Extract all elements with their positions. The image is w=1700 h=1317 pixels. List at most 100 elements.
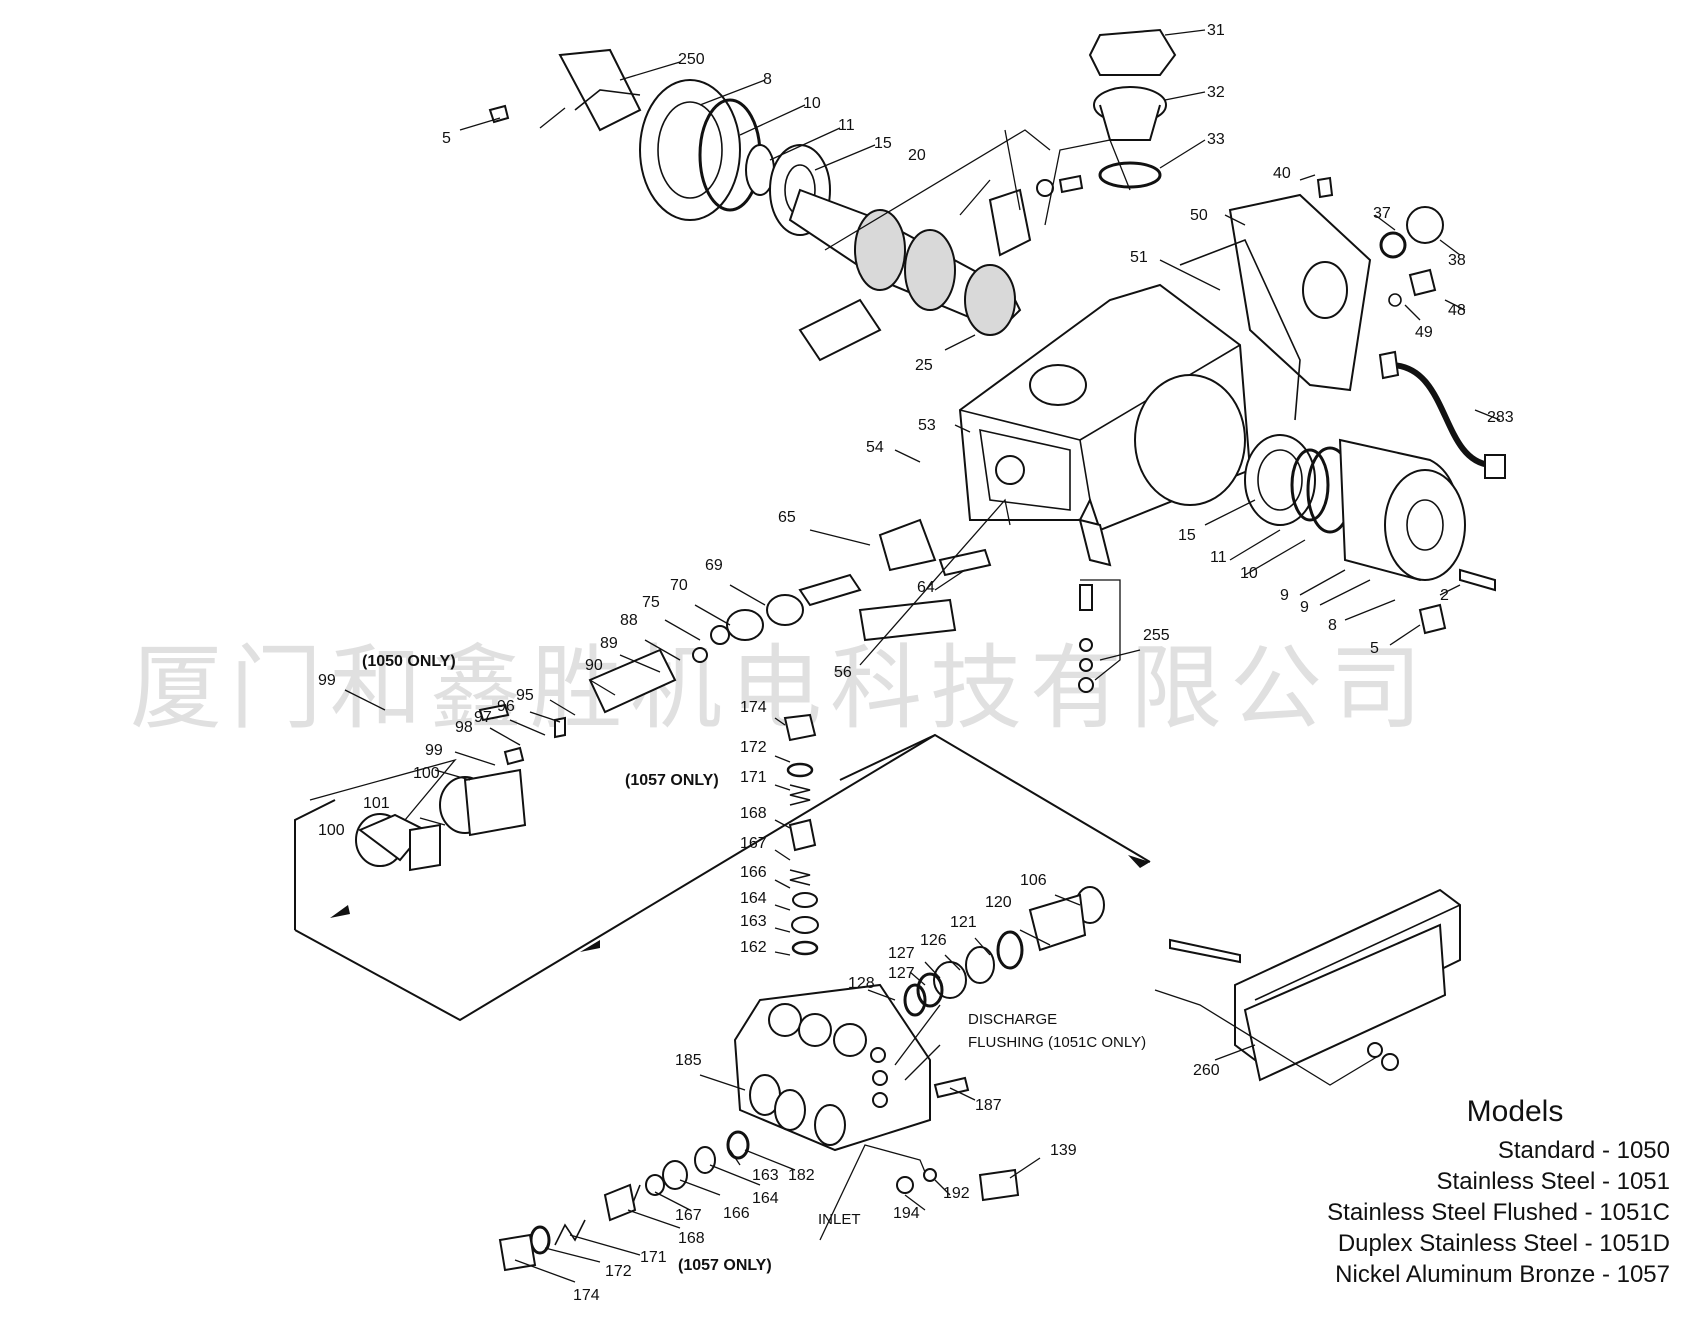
valve-plug-shape (783, 713, 817, 742)
crankcase-body (958, 283, 1252, 567)
callout-label: 260 (1193, 1062, 1220, 1079)
callout-label: 90 (585, 657, 603, 674)
callout-label: 64 (917, 579, 935, 596)
watermark-text: 厦门和鑫胜机电科技有限公司 (130, 635, 1430, 742)
callout-label: 174 (573, 1287, 600, 1304)
bracket-assembly (355, 768, 527, 872)
callout-label: 164 (740, 890, 767, 907)
callout-label: 172 (605, 1263, 632, 1280)
callout-label: 126 (920, 932, 947, 949)
callout-label: 54 (866, 439, 884, 456)
callout-label: 2 (1440, 587, 1449, 604)
callout-label: 168 (678, 1230, 705, 1247)
discharge-valve-assembly (903, 886, 1105, 1017)
callout-label: 121 (950, 914, 977, 931)
label-discharge: DISCHARGE (968, 1011, 1057, 1028)
callout-label: 168 (740, 805, 767, 822)
callout-label: 33 (1207, 131, 1225, 148)
callout-label: 164 (752, 1190, 779, 1207)
callout-label: 255 (1143, 627, 1170, 644)
callout-label: 9 (1280, 587, 1289, 604)
callout-label: 70 (670, 577, 688, 594)
callout-label: 120 (985, 894, 1012, 911)
callout-label: 53 (918, 417, 936, 434)
rear-cover-assembly (1179, 176, 1506, 479)
callout-label: 162 (740, 939, 767, 956)
callout-label: 97 (474, 709, 492, 726)
leader-lines (309, 29, 1501, 1283)
note-1057-only-bottom: (1057 ONLY) (678, 1257, 772, 1274)
model-item: Stainless Steel Flushed - 1051C (1327, 1199, 1670, 1226)
rail-bracket-assembly (1169, 888, 1461, 1082)
callout-label: 167 (740, 835, 767, 852)
model-item: Stainless Steel - 1051 (1436, 1168, 1670, 1195)
callout-label: 8 (763, 71, 772, 88)
callout-label: 25 (915, 357, 933, 374)
valve-stack-upper (783, 713, 819, 956)
manifold-body (733, 983, 970, 1152)
callout-label: 69 (705, 557, 723, 574)
callout-label: 56 (834, 664, 852, 681)
callout-label: 96 (497, 698, 515, 715)
callout-label: 9 (1300, 599, 1309, 616)
callout-label: 11 (838, 117, 855, 134)
callout-label: 163 (740, 913, 767, 930)
plunger-assembly (478, 518, 1094, 766)
callout-label: 75 (642, 594, 660, 611)
callout-label: 187 (975, 1097, 1002, 1114)
callout-label: 15 (1178, 527, 1196, 544)
callout-label: 48 (1448, 302, 1466, 319)
flow-arrow (330, 905, 350, 918)
callout-label: 250 (678, 51, 705, 68)
callout-label: 166 (740, 864, 767, 881)
callout-label: 31 (1207, 22, 1225, 39)
valve-stack-lower (498, 1130, 1020, 1272)
callout-label: 8 (1328, 617, 1337, 634)
callout-label: 139 (1050, 1142, 1077, 1159)
label-inlet: INLET (818, 1211, 861, 1228)
callout-label: 100 (318, 822, 345, 839)
callout-label: 65 (778, 509, 796, 526)
flow-path-left (294, 733, 1151, 1022)
callout-label: 50 (1190, 207, 1208, 224)
oil-cap-shape (1088, 28, 1177, 76)
callout-label: 283 (1487, 409, 1514, 426)
callout-label: 38 (1448, 252, 1466, 269)
callout-label: 95 (516, 687, 534, 704)
model-item: Duplex Stainless Steel - 1051D (1337, 1230, 1670, 1257)
callout-label: 32 (1207, 84, 1225, 101)
callout-label: 127 (888, 945, 915, 962)
callout-label: 182 (788, 1167, 815, 1184)
model-item: Nickel Aluminum Bronze - 1057 (1335, 1261, 1670, 1288)
callout-label: 171 (740, 769, 767, 786)
callout-label: 163 (752, 1167, 779, 1184)
callout-label: 100 (413, 765, 440, 782)
right-bearing-cover-assembly (1244, 434, 1496, 635)
callout-label: 174 (740, 699, 767, 716)
callout-label: 192 (943, 1185, 970, 1202)
callout-label: 40 (1273, 165, 1291, 182)
bearing-cover-shape (639, 79, 741, 221)
model-item: Standard - 1050 (1497, 1137, 1670, 1164)
callout-label: 172 (740, 739, 767, 756)
callout-label: 171 (640, 1249, 667, 1266)
callout-label: 88 (620, 612, 638, 629)
oil-cap-assembly (1088, 28, 1177, 189)
callout-label: 49 (1415, 324, 1433, 341)
callout-label: 11 (1210, 549, 1227, 566)
callout-label: 15 (874, 135, 892, 152)
callout-label: 37 (1373, 205, 1391, 222)
rear-cover-shape (1228, 193, 1372, 392)
callout-label: 99 (318, 672, 336, 689)
callout-label: 5 (442, 130, 451, 147)
callout-label: 128 (848, 975, 875, 992)
callout-label: 166 (723, 1205, 750, 1222)
callout-label: 194 (893, 1205, 920, 1222)
callout-label: 5 (1370, 640, 1379, 657)
callout-label: 127 (888, 965, 915, 982)
callout-label: 106 (1020, 872, 1047, 889)
callout-label: 167 (675, 1207, 702, 1224)
label-flushing: FLUSHING (1051C ONLY) (968, 1034, 1146, 1051)
